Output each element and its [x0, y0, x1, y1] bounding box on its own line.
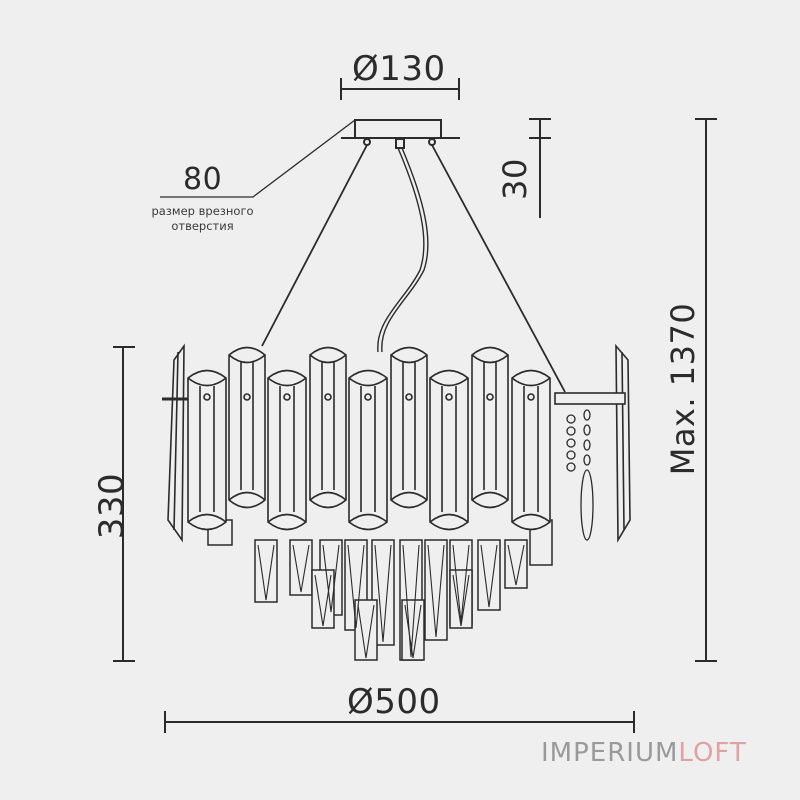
tall-tube	[390, 346, 428, 509]
short-tube	[348, 369, 388, 531]
crystal-beads	[566, 409, 594, 541]
brand-logo-part1: IMPERIUM	[541, 738, 679, 768]
short-tube	[267, 369, 307, 531]
suspension-wires	[261, 144, 566, 393]
total-height-dimension-line	[695, 118, 717, 662]
tall-tube	[309, 346, 347, 509]
body-height-label: 330	[92, 472, 133, 540]
short-tube	[187, 369, 227, 531]
body-height-dimension-line	[113, 346, 135, 662]
brand-logo-part2: LOFT	[678, 738, 747, 768]
tall-tube	[228, 346, 266, 509]
tall-tube	[471, 346, 509, 509]
lower-crystal-prisms	[207, 519, 553, 661]
body-diameter-dimension-line	[164, 711, 635, 733]
total-height-label: Max. 1370	[664, 302, 702, 476]
left-side-shade	[162, 343, 190, 543]
hole-size-leader	[160, 119, 356, 198]
hole-size-note: размер врезного отверстия	[140, 204, 265, 234]
prism-facets	[257, 544, 525, 659]
canopy-diameter-label: Ø130	[352, 49, 446, 89]
canopy	[341, 119, 460, 149]
right-side-shade	[554, 343, 631, 543]
canopy-diameter-dimension-line	[340, 78, 460, 100]
hole-size-note-line2: отверстия	[171, 218, 234, 233]
canopy-height-label: 30	[495, 158, 534, 200]
canopy-height-dimension-line	[529, 118, 551, 218]
body-diameter-label: Ø500	[347, 682, 441, 722]
crystal-tubes	[187, 346, 551, 531]
hole-size-note-line1: размер врезного	[151, 204, 254, 218]
brand-logo: IMPERIUMLOFT	[541, 740, 747, 766]
short-tube	[429, 369, 469, 531]
short-tube	[511, 369, 551, 531]
hole-size-label: 80	[183, 162, 223, 197]
